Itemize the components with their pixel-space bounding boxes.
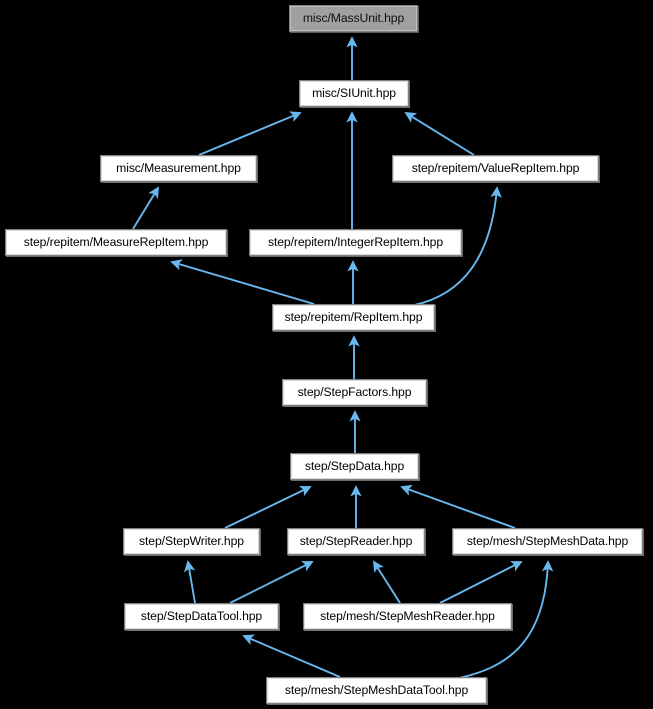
graph-node-stepwriter[interactable]: step/StepWriter.hpp xyxy=(123,528,260,555)
graph-edge-stepmeshdata-to-stepdata xyxy=(400,484,516,529)
graph-node-label: step/repitem/RepItem.hpp xyxy=(284,310,423,325)
graph-node-stepmeshdata[interactable]: step/mesh/StepMeshData.hpp xyxy=(452,528,643,555)
graph-edge-repitem-to-valuerepitem xyxy=(403,186,502,308)
graph-node-valuerepitem[interactable]: step/repitem/ValueRepItem.hpp xyxy=(392,155,599,182)
graph-node-label: step/mesh/StepMeshData.hpp xyxy=(466,534,629,549)
graph-edge-measurerepitem-to-measurement xyxy=(132,186,159,230)
graph-node-integerrepitem[interactable]: step/repitem/IntegerRepItem.hpp xyxy=(249,229,462,256)
graph-node-label: misc/MassUnit.hpp xyxy=(302,11,405,26)
graph-node-label: step/StepData.hpp xyxy=(304,459,405,474)
graph-edge-stepmeshdatatool-to-stepmeshdata xyxy=(447,560,554,681)
graph-node-measurerepitem[interactable]: step/repitem/MeasureRepItem.hpp xyxy=(5,229,227,256)
graph-edge-stepdatatool-to-stepwriter xyxy=(183,560,196,604)
graph-node-massunit[interactable]: misc/MassUnit.hpp xyxy=(289,5,418,32)
graph-node-stepfactors[interactable]: step/StepFactors.hpp xyxy=(282,379,427,406)
graph-node-stepreader[interactable]: step/StepReader.hpp xyxy=(287,528,425,555)
graph-node-stepdata[interactable]: step/StepData.hpp xyxy=(290,453,419,480)
graph-node-measurement[interactable]: misc/Measurement.hpp xyxy=(100,155,257,182)
graph-node-label: misc/Measurement.hpp xyxy=(116,161,241,176)
graph-node-label: step/mesh/StepMeshDataTool.hpp xyxy=(284,683,469,698)
graph-node-label: step/StepDataTool.hpp xyxy=(140,609,263,624)
graph-node-siunit[interactable]: misc/SIUnit.hpp xyxy=(299,80,409,107)
graph-node-label: misc/SIUnit.hpp xyxy=(312,86,396,101)
graph-node-label: step/StepWriter.hpp xyxy=(139,534,244,549)
graph-node-label: step/mesh/StepMeshReader.hpp xyxy=(320,609,495,624)
graph-edge-stepmeshdatatool-to-stepdatatool xyxy=(242,634,341,678)
graph-node-label: step/repitem/MeasureRepItem.hpp xyxy=(23,235,209,250)
graph-edge-valuerepitem-to-siunit xyxy=(404,112,475,156)
graph-node-label: step/repitem/ValueRepItem.hpp xyxy=(411,161,580,176)
graph-node-label: step/repitem/IntegerRepItem.hpp xyxy=(267,235,444,250)
graph-node-label: step/StepFactors.hpp xyxy=(297,385,412,400)
graph-node-repitem[interactable]: step/repitem/RepItem.hpp xyxy=(272,304,435,331)
graph-node-stepdatatool[interactable]: step/StepDataTool.hpp xyxy=(124,603,279,630)
graph-node-label: step/StepReader.hpp xyxy=(299,534,413,549)
graph-edge-stepmeshreader-to-stepmeshdata xyxy=(439,561,523,604)
graph-edge-repitem-to-measurerepitem xyxy=(170,259,315,305)
graph-edge-stepwriter-to-stepdata xyxy=(224,485,312,529)
graph-node-stepmeshdatatool[interactable]: step/mesh/StepMeshDataTool.hpp xyxy=(266,677,487,704)
graph-edge-stepdatatool-to-stepreader xyxy=(229,561,314,604)
graph-edge-measurement-to-siunit xyxy=(198,111,302,156)
graph-node-stepmeshreader[interactable]: step/mesh/StepMeshReader.hpp xyxy=(303,603,512,630)
edge-layer xyxy=(132,36,554,681)
graph-edge-stepmeshreader-to-stepreader xyxy=(372,560,401,604)
